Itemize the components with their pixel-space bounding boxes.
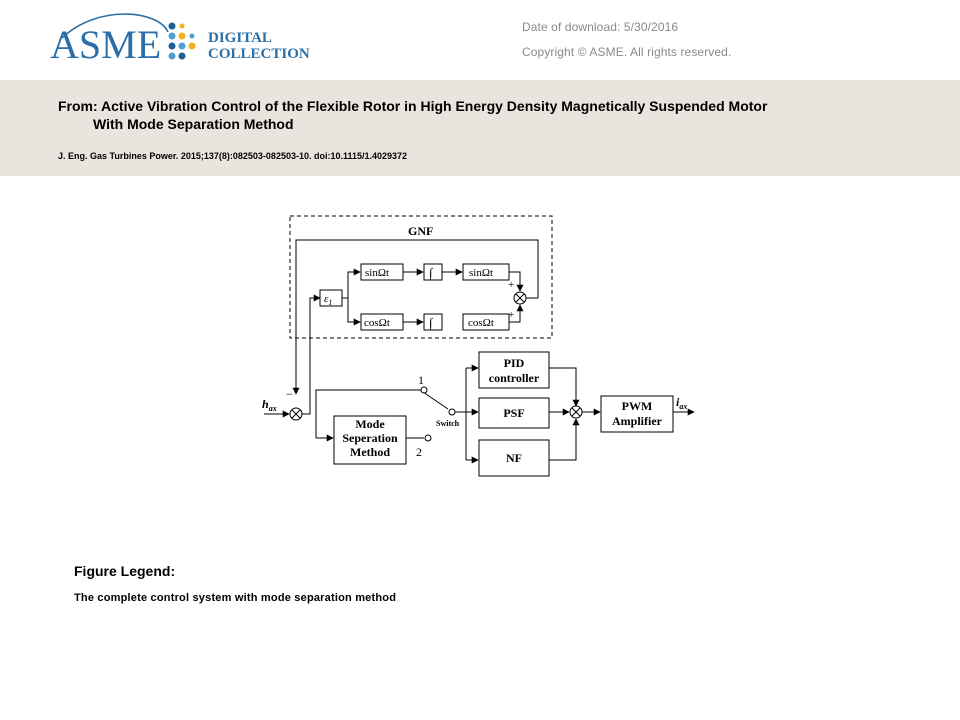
download-date: Date of download: 5/30/2016 — [522, 20, 679, 34]
nf-label: NF — [506, 451, 522, 465]
minus-sign: − — [286, 387, 293, 401]
logo-tagline-digital: DIGITAL — [208, 30, 272, 46]
asme-wordmark: ASME — [50, 13, 169, 67]
switch-pos2-label: 2 — [416, 445, 422, 459]
sin-label-1: sinΩt — [365, 267, 389, 279]
mode-sep-line3: Method — [350, 445, 390, 459]
input-label: hax — [262, 397, 277, 413]
figure-legend-text: The complete control system with mode se… — [74, 592, 397, 604]
output-label: iax — [676, 395, 687, 411]
control-block-diagram: GNF ε1 sinΩt ∫ sinΩt cosΩt ∫ cosΩt + + −… — [262, 215, 695, 477]
gnf-feedback-line — [292, 239, 539, 395]
integral-label-1: ∫ — [428, 265, 434, 281]
psf-block — [478, 397, 550, 429]
plus-sign-cos: + — [508, 309, 514, 321]
pid-controller-block — [478, 351, 550, 389]
article-title-line2: With Mode Separation Method — [93, 116, 294, 132]
mode-sep-line1: Mode — [355, 417, 385, 431]
pwm-amplifier-block — [600, 395, 674, 433]
cos-label-1: cosΩt — [364, 317, 390, 329]
nf-block — [478, 439, 550, 477]
mode-sep-line2: Seperation — [342, 431, 398, 445]
asme-digital-collection-logo: ASME DIGITAL COLLECTION — [50, 13, 310, 67]
article-title-line1: From: Active Vibration Control of the Fl… — [58, 98, 768, 114]
pid-line2: controller — [489, 371, 540, 385]
pwm-line1: PWM — [622, 399, 653, 413]
gnf-label: GNF — [408, 224, 433, 238]
pwm-line2: Amplifier — [612, 414, 663, 428]
integral-label-2: ∫ — [428, 315, 434, 331]
copyright-notice: Copyright © ASME. All rights reserved. — [522, 45, 732, 59]
article-citation[interactable]: J. Eng. Gas Turbines Power. 2015;137(8):… — [58, 151, 408, 161]
asme-text: ASME — [50, 22, 161, 67]
integrator-block-2 — [423, 313, 443, 331]
pid-line1: PID — [504, 356, 525, 370]
figure-legend-title: Figure Legend: — [74, 563, 176, 579]
article-title: From: Active Vibration Control of the Fl… — [58, 97, 918, 133]
sin-label-2: sinΩt — [469, 267, 493, 279]
cos-label-2: cosΩt — [468, 317, 494, 329]
dots-icon — [168, 22, 196, 60]
epsilon-label: ε1 — [324, 293, 332, 307]
integrator-block-1 — [423, 263, 443, 281]
gnf-dashed-box — [289, 215, 553, 339]
logo-tagline-collection: COLLECTION — [208, 46, 310, 62]
psf-label: PSF — [503, 406, 524, 420]
switch-pos1-label: 1 — [418, 373, 424, 387]
article-info-band — [0, 80, 960, 176]
plus-sign-sin: + — [508, 279, 514, 291]
switch-line-pos1 — [315, 389, 449, 414]
switch-label: Switch — [436, 419, 460, 428]
mode-separation-block — [333, 415, 407, 465]
